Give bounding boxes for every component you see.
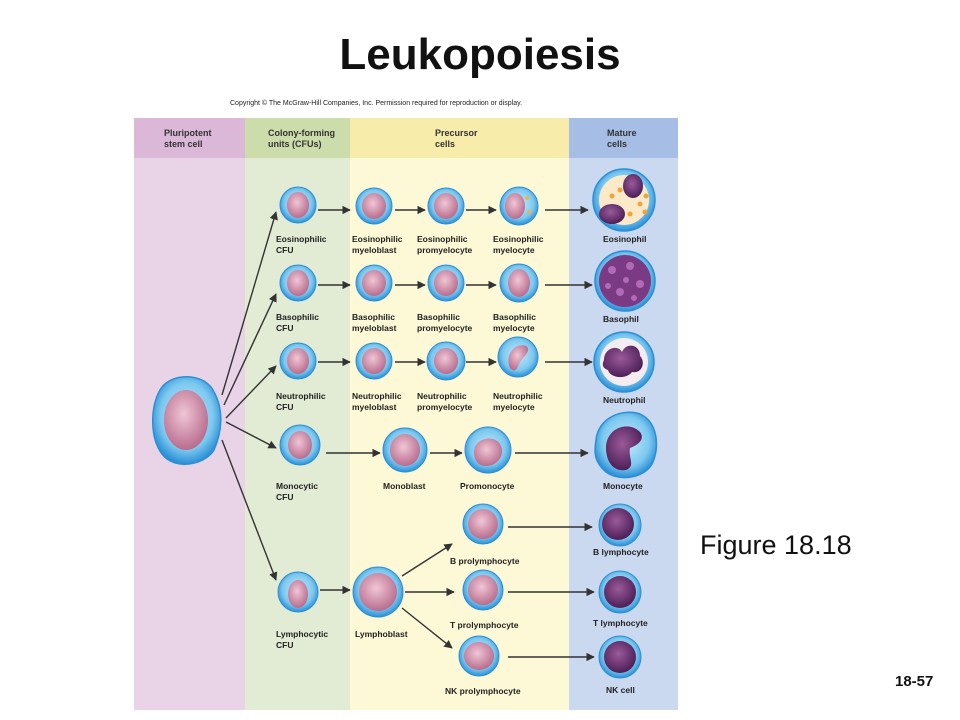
label-neu-myeloblast: Neutrophilic myeloblast xyxy=(352,391,402,412)
label-nk-cell: NK cell xyxy=(606,685,635,695)
eosinophilic-promyelocyte-cell xyxy=(427,187,465,225)
arrow-stem-to-lymph xyxy=(221,439,278,581)
label-monocyte: Monocyte xyxy=(603,481,643,491)
column-header-cfu: Colony-forming units (CFUs) xyxy=(268,128,335,149)
b-prolymphocyte-cell xyxy=(462,503,504,545)
neutrophilic-myeloblast-cell xyxy=(355,342,393,380)
label-neu-promyelocyte: Neutrophilic promyelocyte xyxy=(417,391,473,412)
basophil-cell xyxy=(594,250,656,312)
label-eosinophil: Eosinophil xyxy=(603,234,647,244)
label-basophil: Basophil xyxy=(603,314,639,324)
label-b-lymphocyte: B lymphocyte xyxy=(593,547,649,557)
label-t-lymphocyte: T lymphocyte xyxy=(593,618,648,628)
label-neu-myelocyte: Neutrophilic myelocyte xyxy=(493,391,543,412)
label-bas-myeloblast: Basophilic myeloblast xyxy=(352,312,397,333)
label-eos-myelocyte: Eosinophilic myelocyte xyxy=(493,234,544,255)
b-lymphocyte-cell xyxy=(598,503,642,547)
arrow-stem-to-eos xyxy=(221,211,278,396)
slide-title: Leukopoiesis xyxy=(339,30,621,79)
arrow-lymphoblast-to-b xyxy=(401,543,453,577)
lymphoblast-cell xyxy=(352,566,404,618)
pluripotent-header xyxy=(134,118,245,158)
basophilic-myeloblast-cell xyxy=(355,264,393,302)
label-eos-promyelocyte: Eosinophilic promyelocyte xyxy=(417,234,473,255)
label-b-prolymphocyte: B prolymphocyte xyxy=(450,556,520,566)
label-promonocyte: Promonocyte xyxy=(460,481,515,491)
label-t-prolymphocyte: T prolymphocyte xyxy=(450,620,519,630)
label-neu-cfu: Neutrophilic CFU xyxy=(276,391,326,412)
monocyte-cell xyxy=(594,411,658,479)
cfu-header xyxy=(245,118,350,158)
label-lymphoblast: Lymphoblast xyxy=(355,629,408,639)
nk-cell xyxy=(598,635,642,679)
arrow-lymphoblast-to-nk xyxy=(401,607,453,649)
eosinophilic-cfu-cell xyxy=(279,186,317,224)
label-bas-promyelocyte: Basophilic promyelocyte xyxy=(417,312,473,333)
column-header-precursor: Precursor cells xyxy=(435,128,478,149)
basophilic-myelocyte-cell xyxy=(499,263,539,303)
label-eos-cfu: Eosinophilic CFU xyxy=(276,234,327,255)
precursor-header xyxy=(350,118,569,158)
pluripotent-stem-cell xyxy=(152,376,222,465)
column-header-pluripotent: Pluripotent stem cell xyxy=(164,128,212,149)
monocytic-cfu-cell xyxy=(279,424,321,466)
eosinophil-cell xyxy=(592,168,656,232)
neutrophilic-cfu-cell xyxy=(279,342,317,380)
promonocyte-cell xyxy=(464,426,512,474)
mature-header xyxy=(569,118,678,158)
label-nk-prolymphocyte: NK prolymphocyte xyxy=(445,686,521,696)
neutrophilic-myelocyte-cell xyxy=(497,336,539,378)
nk-prolymphocyte-cell xyxy=(458,635,500,677)
arrow-stem-to-bas xyxy=(223,293,277,406)
page-number: 18-57 xyxy=(895,673,934,690)
label-bas-myelocyte: Basophilic myelocyte xyxy=(493,312,536,333)
column-header-mature: Mature cells xyxy=(607,128,637,149)
neutrophil-cell xyxy=(593,331,655,393)
basophilic-promyelocyte-cell xyxy=(427,264,465,302)
label-bas-cfu: Basophilic CFU xyxy=(276,312,319,333)
neutrophilic-promyelocyte-cell xyxy=(426,341,466,381)
label-neutrophil: Neutrophil xyxy=(603,395,646,405)
t-prolymphocyte-cell xyxy=(462,569,504,611)
eosinophilic-myeloblast-cell xyxy=(355,187,393,225)
label-monoblast: Monoblast xyxy=(383,481,426,491)
lymphocytic-cfu-cell xyxy=(277,571,319,613)
basophilic-cfu-cell xyxy=(279,264,317,302)
figure-label: Figure 18.18 xyxy=(700,530,852,560)
t-lymphocyte-cell xyxy=(598,570,642,614)
label-eos-myeloblast: Eosinophilic myeloblast xyxy=(352,234,403,255)
label-mono-cfu: Monocytic CFU xyxy=(276,481,319,502)
copyright-notice: Copyright © The McGraw-Hill Companies, I… xyxy=(230,100,523,107)
eosinophilic-myelocyte-cell xyxy=(499,186,539,226)
monoblast-cell xyxy=(382,427,428,473)
arrow-stem-to-mono xyxy=(225,421,277,449)
label-lymph-cfu: Lymphocytic CFU xyxy=(276,629,329,650)
arrow-stem-to-neu xyxy=(225,365,277,419)
